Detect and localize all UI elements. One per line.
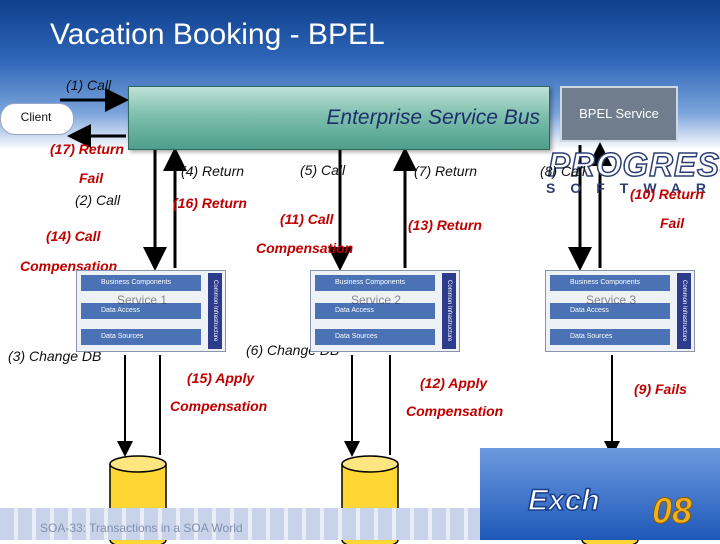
label-call1: (1) Call bbox=[66, 77, 112, 93]
service-1-row-data-access: Data Access bbox=[81, 303, 201, 319]
label-compensation12: Compensation bbox=[406, 403, 504, 419]
label-change3: (3) Change DB bbox=[8, 348, 102, 364]
bpel-service-label: BPEL Service bbox=[579, 106, 659, 121]
label-call2: (2) Call bbox=[75, 192, 121, 208]
label-return10: (10) Return bbox=[630, 186, 704, 202]
label-return7: (7) Return bbox=[414, 163, 478, 179]
service-2-row-business: Business Components bbox=[315, 275, 435, 291]
service-3: Business Components Data Access Data Sou… bbox=[545, 270, 695, 352]
event-logo bbox=[480, 448, 720, 540]
service-2: Business Components Data Access Data Sou… bbox=[310, 270, 460, 352]
event-logo-word: Exch bbox=[527, 483, 600, 518]
label-return13: (13) Return bbox=[408, 217, 482, 233]
bpel-service-box bbox=[560, 86, 678, 142]
label-call11: (11) Call bbox=[280, 211, 334, 227]
service-3-row-business: Business Components bbox=[550, 275, 670, 291]
service-3-row-data-access: Data Access bbox=[550, 303, 670, 319]
label-return16: (16) Return bbox=[173, 195, 247, 211]
service-3-side: Common Infrastructure bbox=[677, 273, 691, 349]
service-2-caption: Service 2 bbox=[350, 293, 402, 307]
progress-logo-sub: SOFTWARE bbox=[546, 180, 720, 196]
label-call8: (8) Call bbox=[540, 163, 586, 179]
esb-label: Enterprise Service Bus bbox=[326, 106, 540, 129]
service-1-side: Common Infrastructure bbox=[208, 273, 222, 349]
label-compensation15: Compensation bbox=[170, 398, 268, 414]
service-2-row-data-sources: Data Sources bbox=[315, 329, 435, 345]
slide-title: Vacation Booking - BPEL bbox=[50, 18, 385, 51]
service-1-row-business: Business Components bbox=[81, 275, 201, 291]
service-1-row-data-sources: Data Sources bbox=[81, 329, 201, 345]
service-3-caption: Service 3 bbox=[585, 293, 637, 307]
label-call5: (5) Call bbox=[300, 162, 346, 178]
service-1-caption: Service 1 bbox=[116, 293, 168, 307]
service-3-row-data-sources: Data Sources bbox=[550, 329, 670, 345]
label-fails9: (9) Fails bbox=[634, 381, 687, 397]
label-compensation-mid: Compensation bbox=[256, 240, 354, 256]
event-logo-year: 08 bbox=[651, 490, 693, 532]
footer-strip bbox=[0, 508, 490, 540]
label-apply15: (15) Apply bbox=[187, 370, 255, 386]
label-fail-right: Fail bbox=[660, 215, 685, 231]
service-2-side: Common Infrastructure bbox=[442, 273, 456, 349]
label-return4: (4) Return bbox=[181, 163, 245, 179]
label-return17: (17) Return bbox=[50, 141, 124, 157]
label-fail-left: Fail bbox=[79, 170, 104, 186]
service-2-row-data-access: Data Access bbox=[315, 303, 435, 319]
label-apply12: (12) Apply bbox=[420, 375, 488, 391]
client-node bbox=[0, 103, 74, 135]
label-call14: (14) Call bbox=[46, 228, 101, 244]
esb-bar bbox=[128, 86, 550, 150]
client-label: Client bbox=[20, 110, 52, 124]
footer-text: SOA-33: Transactions in a SOA World bbox=[40, 521, 243, 535]
service-1: Business Components Data Access Data Sou… bbox=[76, 270, 226, 352]
